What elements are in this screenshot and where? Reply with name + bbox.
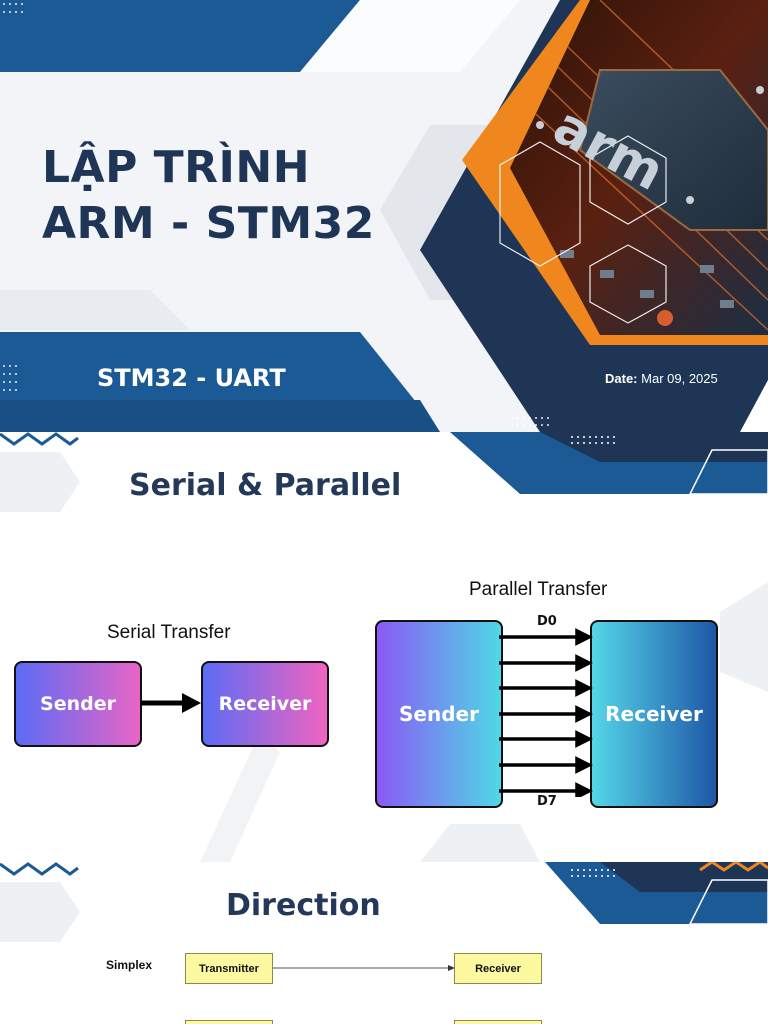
serial-parallel-slide: Serial & Parallel Serial Transfer Sender…	[0, 432, 768, 862]
receiver-box: Receiver	[454, 953, 542, 984]
parallel-sender-box: Sender	[375, 620, 503, 808]
main-title-line-2: ARM - STM32	[42, 198, 375, 249]
serial-arrow	[140, 693, 201, 713]
simplex-label: Simplex	[106, 958, 153, 972]
slide-title: Direction	[226, 888, 381, 923]
serial-receiver-box: Receiver	[201, 661, 329, 747]
receiver-box-next	[454, 1020, 542, 1024]
date-line: Date: Mar 09, 2025	[605, 371, 718, 386]
main-title: LẬP TRÌNH ARM - STM32	[42, 140, 375, 252]
line-label-d0: D0	[537, 614, 557, 629]
parallel-data-lines	[499, 628, 593, 797]
direction-slide: Direction Simplex Transmitter Receiver	[0, 862, 768, 1024]
slide-subtitle: STM32 - UART	[97, 364, 286, 392]
transmitter-box-next	[185, 1020, 273, 1024]
transmitter-box: Transmitter	[185, 953, 273, 984]
slide-title: Serial & Parallel	[129, 468, 402, 503]
parallel-caption: Parallel Transfer	[469, 579, 608, 600]
direction-background	[0, 862, 768, 971]
serial-parallel-background	[0, 432, 768, 862]
serial-caption: Serial Transfer	[107, 622, 231, 643]
parallel-receiver-box: Receiver	[590, 620, 718, 808]
title-slide-background	[0, 0, 768, 432]
title-slide: LẬP TRÌNH ARM - STM32 arm STM32 - UART D…	[0, 0, 768, 432]
date-value: Mar 09, 2025	[641, 371, 718, 386]
main-title-line-1: LẬP TRÌNH	[42, 142, 311, 193]
date-label: Date:	[605, 371, 638, 386]
line-label-d7: D7	[537, 794, 557, 809]
serial-sender-box: Sender	[14, 661, 142, 747]
